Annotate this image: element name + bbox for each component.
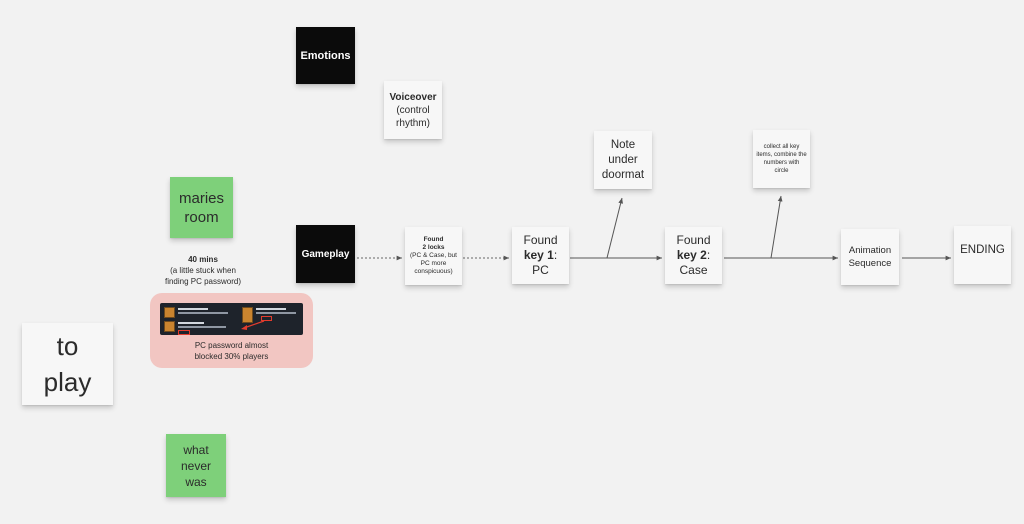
achievements-screenshot — [160, 303, 303, 335]
achievement-icon — [164, 307, 228, 318]
found-locks-count: 2 locks — [422, 244, 445, 251]
sticky-what-never-was[interactable]: what never was — [166, 434, 226, 497]
highlight-mark — [178, 330, 190, 335]
found-locks-detail: (PC & Case, but PC more conspicuous) — [410, 252, 457, 275]
found-locks-title: Found — [423, 236, 444, 243]
what-never-was-label: what never was — [180, 442, 212, 489]
pc-password-card[interactable]: PC password almost blocked 30% players — [150, 293, 313, 368]
animation-label: Animation Sequence — [848, 245, 892, 269]
sticky-key1[interactable]: Found key 1: PC — [512, 227, 569, 284]
achievement-icon — [164, 321, 226, 332]
sticky-gameplay[interactable]: Gameplay — [296, 225, 355, 283]
voiceover-subtitle: (control rhythm) — [396, 104, 430, 129]
maries-room-label: maries room — [178, 189, 224, 226]
key1-prefix: Found — [523, 233, 558, 247]
emotions-label: Emotions — [300, 49, 351, 62]
key2-colon: : — [706, 248, 711, 262]
key1-colon: : — [553, 248, 558, 262]
achievement-icon — [242, 307, 296, 323]
to-play-label: to play — [43, 331, 92, 397]
connector-to-collect[interactable] — [770, 195, 783, 259]
sticky-collect[interactable]: collect all key items, combine the numbe… — [753, 130, 810, 188]
time-note-duration: 40 mins — [188, 255, 218, 264]
key2-prefix: Found — [676, 233, 711, 247]
key1-item: PC — [532, 263, 549, 277]
key1-key: key 1 — [523, 248, 554, 262]
key2-item: Case — [679, 263, 708, 277]
sticky-voiceover[interactable]: Voiceover (control rhythm) — [384, 81, 442, 139]
sticky-ending[interactable]: ENDING — [954, 226, 1011, 284]
sticky-found-locks[interactable]: Found 2 locks (PC & Case, but PC more co… — [405, 227, 462, 285]
sticky-key2[interactable]: Found key 2: Case — [665, 227, 722, 284]
gameplay-label: Gameplay — [301, 248, 350, 260]
sticky-note-doormat[interactable]: Note under doormat — [594, 131, 652, 189]
sticky-to-play[interactable]: to play — [22, 323, 113, 405]
sticky-emotions[interactable]: Emotions — [296, 27, 355, 84]
ending-label: ENDING — [960, 244, 1005, 256]
sticky-animation[interactable]: Animation Sequence — [841, 229, 899, 285]
time-note: 40 mins (a little stuck when finding PC … — [158, 254, 248, 287]
sticky-maries-room[interactable]: maries room — [170, 177, 233, 238]
collect-label: collect all key items, combine the numbe… — [756, 144, 807, 174]
note-doormat-label: Note under doormat — [601, 138, 645, 181]
pc-password-note: PC password almost blocked 30% players — [194, 341, 269, 361]
key2-key: key 2 — [676, 248, 707, 262]
time-note-detail: (a little stuck when finding PC password… — [164, 266, 242, 286]
red-arrow-icon — [241, 320, 265, 330]
highlight-mark — [261, 316, 272, 321]
voiceover-title: Voiceover — [389, 91, 437, 103]
connector-to-note-doormat[interactable] — [606, 197, 624, 259]
